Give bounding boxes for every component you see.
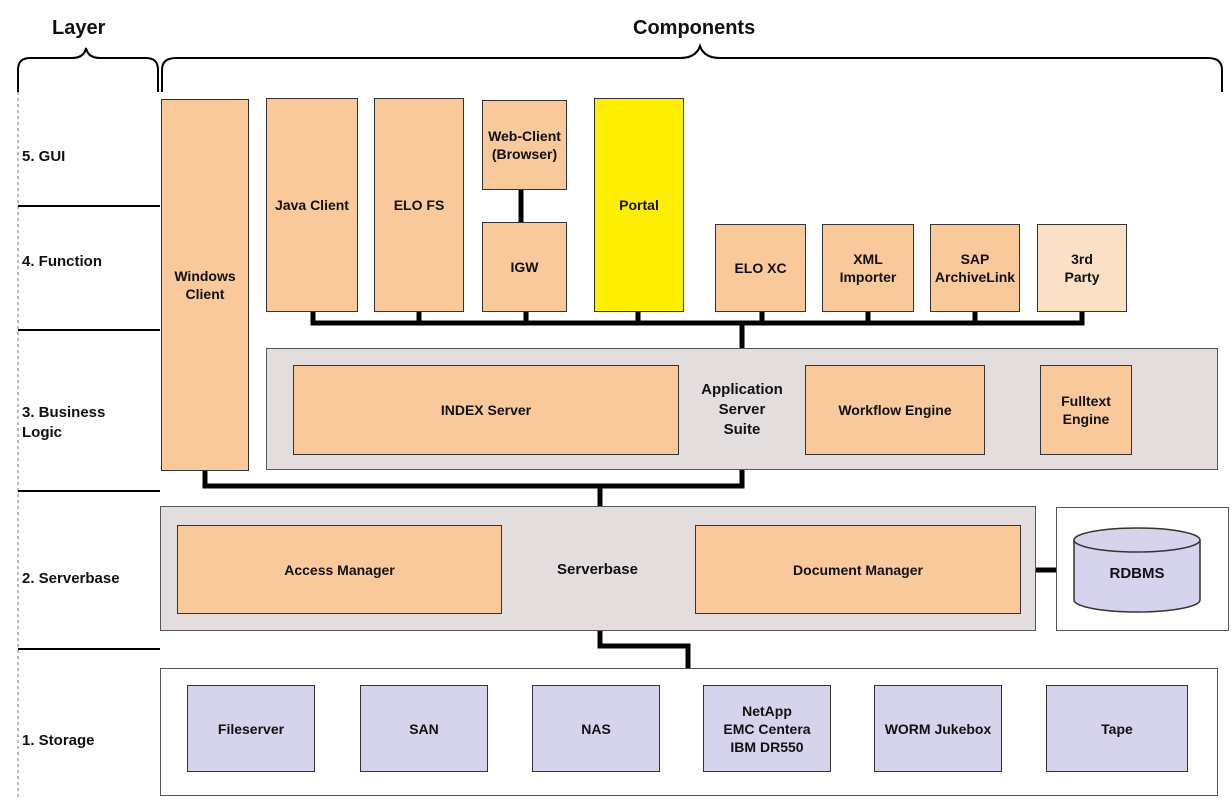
igw-box: IGW (482, 222, 567, 312)
fulltext-engine-box: Fulltext Engine (1040, 365, 1132, 455)
layer-storage: 1. Storage (22, 732, 95, 749)
layer-business-logic: 3. Business Logic (22, 404, 106, 441)
access-manager-box: Access Manager (177, 525, 502, 614)
third-party-box: 3rd Party (1037, 224, 1127, 312)
database-cylinder-icon (1073, 527, 1201, 613)
layer-divider (18, 490, 160, 492)
components-header: Components (633, 17, 756, 39)
layer-brace (17, 47, 159, 92)
layer-header: Layer (52, 17, 106, 39)
layer-divider (18, 648, 160, 650)
tape-box: Tape (1046, 685, 1188, 772)
windows-client-box: Windows Client (161, 99, 249, 471)
elo-xc-box: ELO XC (715, 224, 806, 312)
components-brace (161, 42, 1223, 92)
document-manager-box: Document Manager (695, 525, 1021, 614)
java-client-box: Java Client (266, 98, 358, 312)
serverbase-label: Serverbase (557, 561, 638, 578)
rdbms-label: RDBMS (1109, 565, 1165, 582)
workflow-engine-box: Workflow Engine (805, 365, 985, 455)
storage-container (160, 668, 1218, 796)
index-server-box: INDEX Server (293, 365, 679, 455)
layer-function: 4. Function (22, 253, 102, 270)
layer-gui: 5. GUI (22, 148, 66, 165)
sap-archivelink-box: SAP ArchiveLink (930, 224, 1020, 312)
layer-divider (18, 329, 160, 331)
nas-box: NAS (532, 685, 660, 772)
fileserver-box: Fileserver (187, 685, 315, 772)
layer-divider (18, 205, 160, 207)
elo-fs-box: ELO FS (374, 98, 464, 312)
application-server-suite-label: Application Server Suite (701, 381, 783, 438)
worm-jukebox-box: WORM Jukebox (874, 685, 1002, 772)
web-client-box: Web-Client (Browser) (482, 100, 567, 190)
layer-serverbase: 2. Serverbase (22, 570, 120, 587)
netapp-box: NetApp EMC Centera IBM DR550 (703, 685, 831, 772)
xml-importer-box: XML Importer (822, 224, 914, 312)
san-box: SAN (360, 685, 488, 772)
portal-box: Portal (594, 98, 684, 312)
